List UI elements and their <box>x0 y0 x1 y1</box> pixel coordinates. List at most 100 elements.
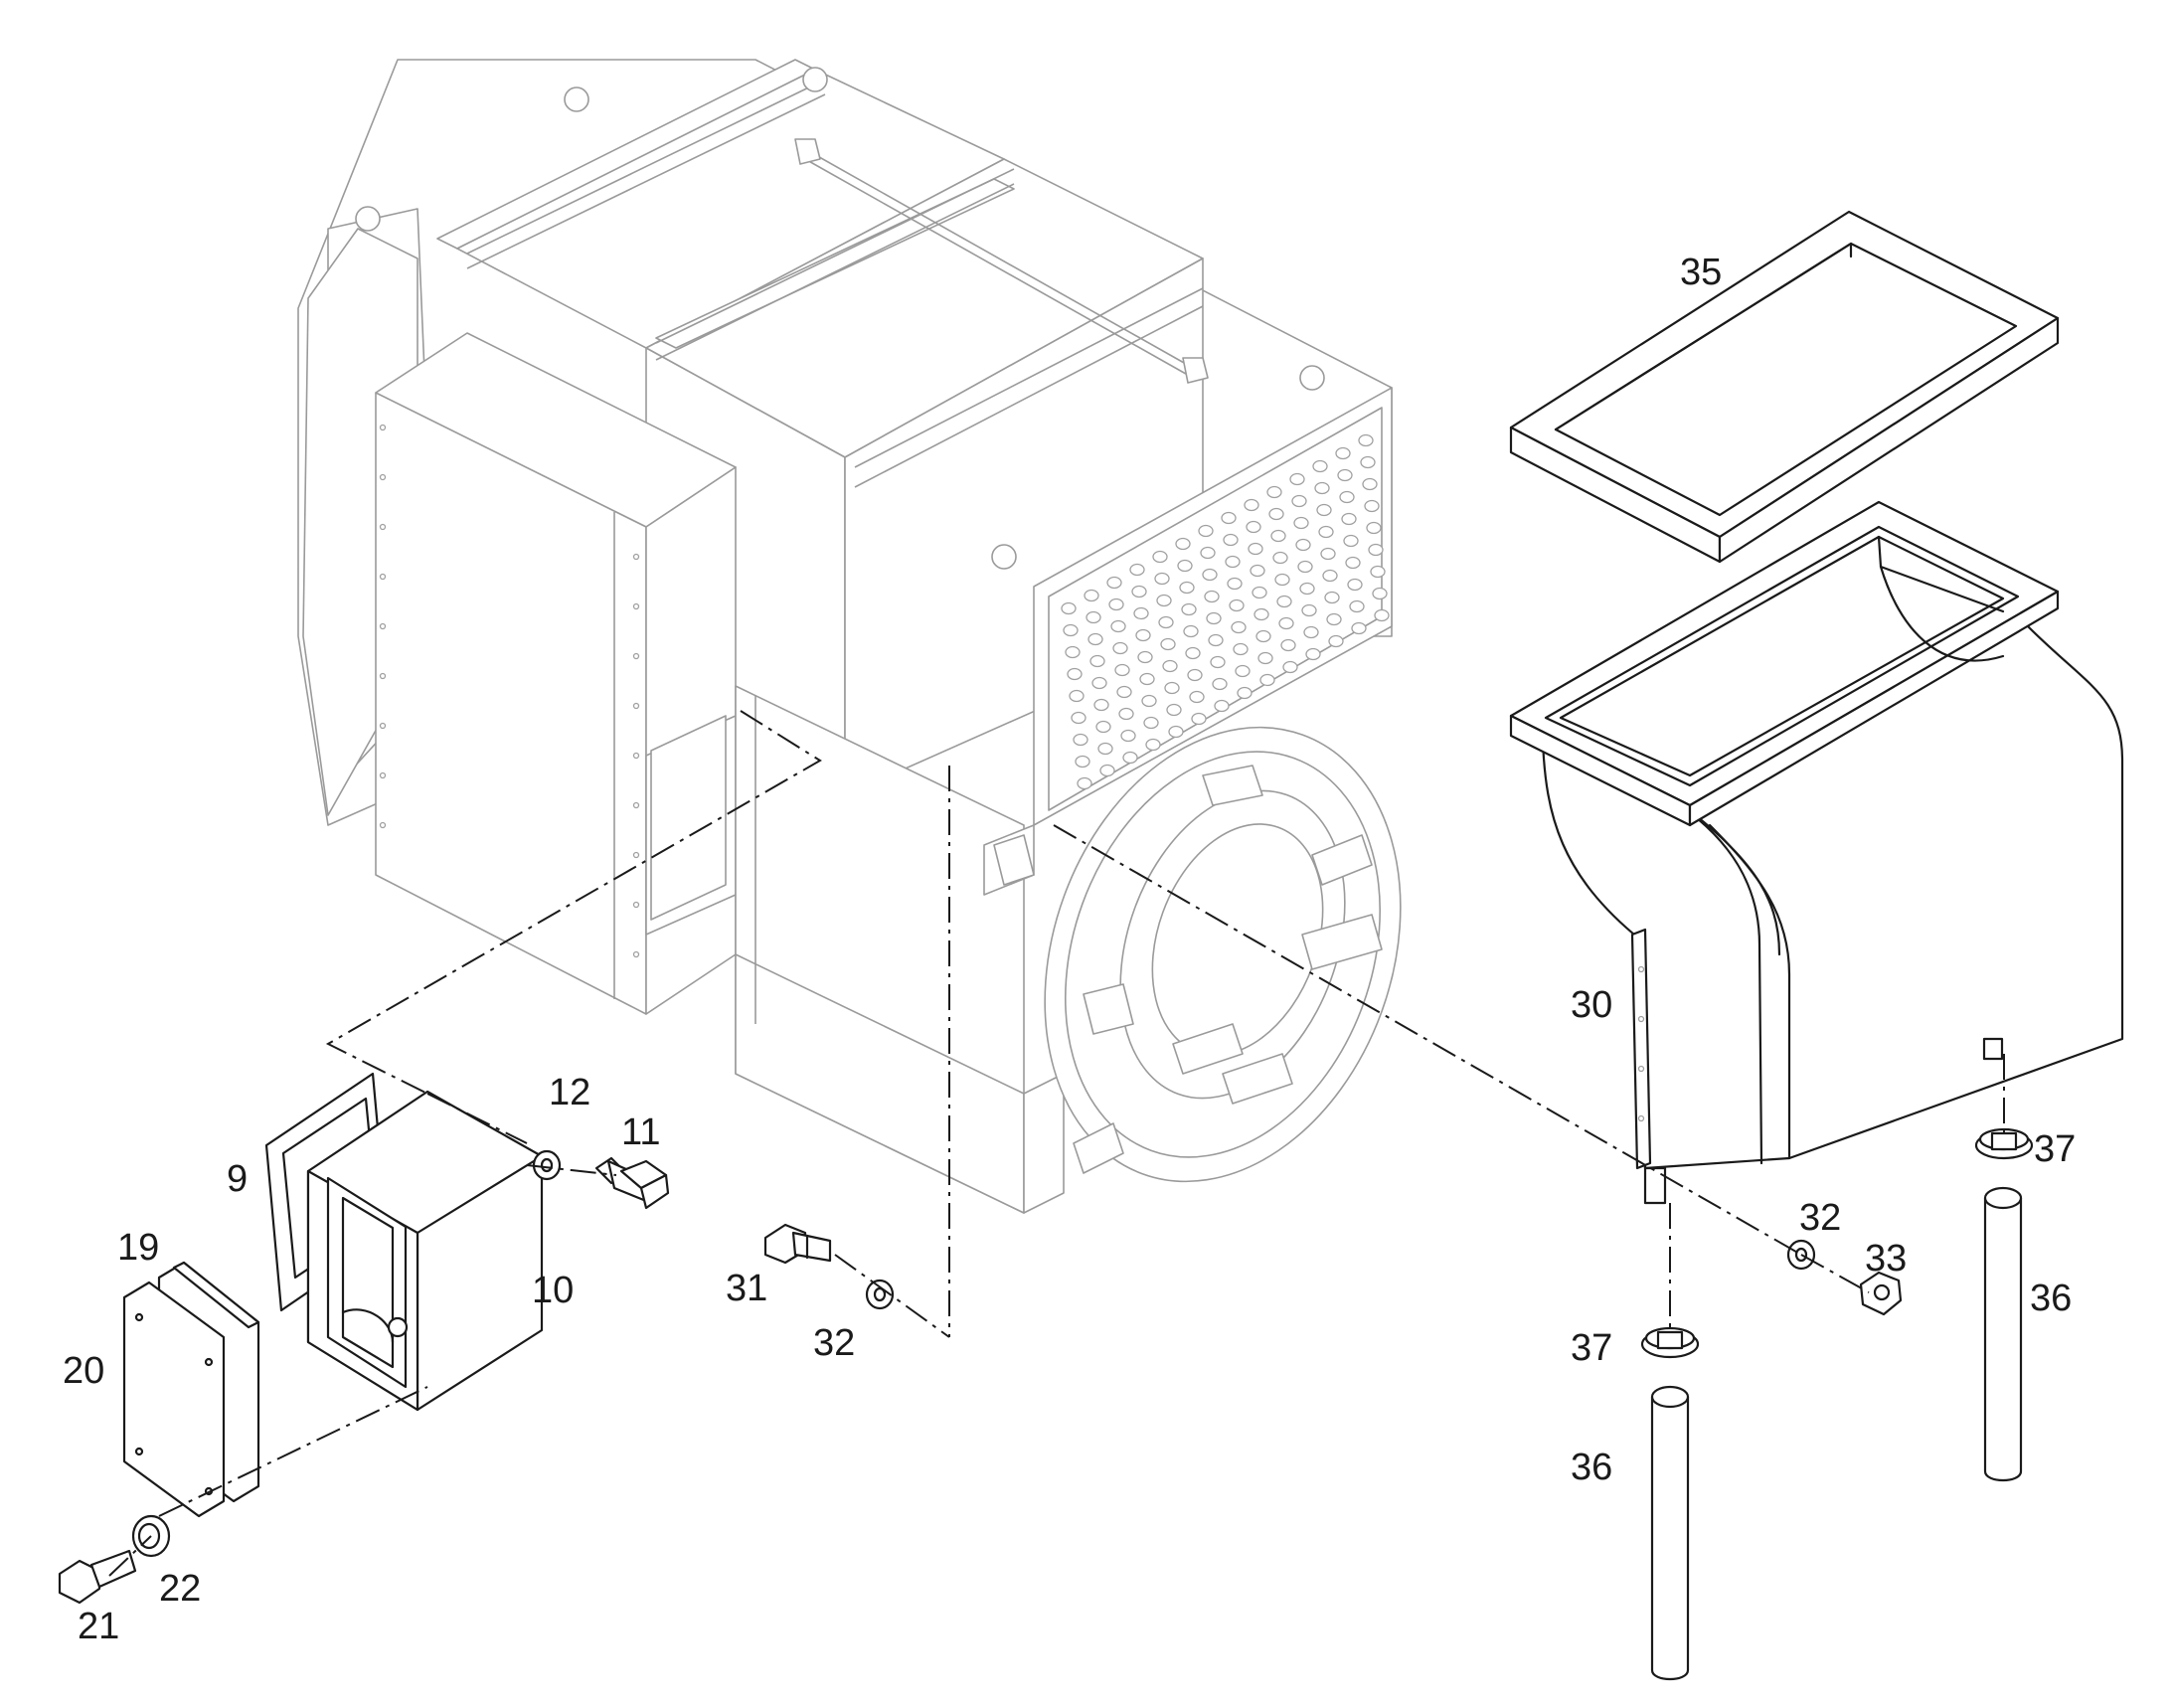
vent-hole <box>1118 707 1134 721</box>
vent-hole <box>1368 543 1384 557</box>
box-screw <box>632 602 640 610</box>
terminal-box-screws <box>379 424 640 958</box>
vent-hole <box>1250 564 1265 578</box>
vent-hole <box>1091 676 1107 690</box>
vent-hole <box>1255 629 1271 643</box>
part-31-bolt <box>763 1223 832 1265</box>
vent-hole <box>1089 654 1105 668</box>
vent-hole <box>1214 699 1230 713</box>
vent-hole <box>1137 650 1153 664</box>
vent-hole <box>1341 512 1357 526</box>
callout-31: 31 <box>726 1268 767 1309</box>
vent-hole <box>1343 534 1359 548</box>
vent-hole <box>1069 689 1085 703</box>
vent-hole <box>1114 663 1130 677</box>
vent-hole <box>1206 611 1222 625</box>
part-10-terminal-box <box>306 1090 544 1412</box>
vent-hole <box>1093 698 1109 712</box>
box-screw <box>379 523 387 531</box>
box-screw <box>632 652 640 660</box>
vent-hole <box>1131 585 1147 598</box>
part-11-bolt <box>594 1156 670 1210</box>
vent-hole <box>1086 610 1101 624</box>
box-screw <box>379 473 387 481</box>
vent-hole <box>1139 672 1155 686</box>
vent-hole <box>1084 589 1099 602</box>
vent-hole <box>1135 628 1151 642</box>
callout-11: 11 <box>621 1111 660 1153</box>
vent-grille-holes <box>1061 433 1390 790</box>
vent-hole <box>1335 446 1351 460</box>
vent-hole <box>1191 712 1207 726</box>
vent-hole <box>1175 537 1191 551</box>
vent-hole <box>1366 521 1382 535</box>
vent-hole <box>1145 738 1161 752</box>
vent-hole <box>1152 550 1168 564</box>
vent-hole <box>1143 716 1159 730</box>
vent-hole <box>1347 578 1363 592</box>
vent-hole <box>1270 529 1286 543</box>
box-screw <box>632 752 640 760</box>
vent-hole <box>1225 555 1241 569</box>
vent-hole <box>1259 673 1275 687</box>
vent-hole <box>1063 623 1079 637</box>
box-screw <box>379 672 387 680</box>
part-35-filter-frame <box>1509 210 2060 564</box>
vent-hole <box>1328 634 1344 648</box>
part-30-air-hood <box>1509 500 2124 1205</box>
box-screw <box>379 622 387 630</box>
vent-hole <box>1073 733 1088 747</box>
box-screw <box>379 424 387 431</box>
vent-hole <box>1351 621 1367 635</box>
vent-hole <box>1071 711 1086 725</box>
vent-hole <box>1067 667 1083 681</box>
vent-hole <box>1202 568 1218 582</box>
vent-hole <box>1077 776 1092 790</box>
vent-hole <box>1116 685 1132 699</box>
box-screw <box>632 801 640 809</box>
vent-hole <box>1110 619 1126 633</box>
part-36-hose-right <box>1983 1186 2023 1482</box>
vent-hole <box>1223 533 1239 547</box>
callout-12: 12 <box>549 1072 590 1113</box>
vent-hole <box>1231 620 1247 634</box>
vent-hole <box>1112 641 1128 655</box>
vent-hole <box>1189 690 1205 704</box>
vent-hole <box>1324 591 1340 604</box>
callout-36-left: 36 <box>1571 1447 1612 1488</box>
vent-hole <box>1244 498 1259 512</box>
vent-hole <box>1095 720 1111 734</box>
vent-hole <box>1108 598 1124 611</box>
vent-hole <box>1326 612 1342 626</box>
callout-32-left: 32 <box>813 1322 855 1364</box>
callout-10: 10 <box>532 1270 574 1311</box>
vent-hole <box>1187 668 1203 682</box>
vent-hole <box>1168 725 1184 739</box>
vent-hole <box>1303 625 1319 639</box>
vent-hole <box>1212 677 1228 691</box>
vent-hole <box>1229 598 1245 612</box>
vent-hole <box>1266 485 1282 499</box>
callout-37-right: 37 <box>2034 1128 2076 1170</box>
vent-hole <box>1291 494 1307 508</box>
vent-hole <box>1252 586 1267 599</box>
vent-hole <box>1295 538 1311 552</box>
callout-32-right: 32 <box>1799 1197 1841 1239</box>
box-screw <box>379 573 387 581</box>
vent-hole <box>1162 659 1178 673</box>
vent-hole <box>1299 582 1315 596</box>
vent-hole <box>1339 490 1355 504</box>
vent-hole <box>1246 520 1261 534</box>
vent-hole <box>1181 602 1197 616</box>
box-screw <box>632 950 640 958</box>
box-screw <box>632 702 640 710</box>
vent-hole <box>1122 751 1138 765</box>
part-32-washer-right <box>1786 1239 1816 1271</box>
vent-hole <box>1289 472 1305 486</box>
vent-hole <box>1099 764 1115 777</box>
vent-hole <box>1248 542 1263 556</box>
vent-hole <box>1272 551 1288 565</box>
box-screw <box>632 851 640 859</box>
vent-hole <box>1337 468 1353 482</box>
vent-hole <box>1301 603 1317 617</box>
